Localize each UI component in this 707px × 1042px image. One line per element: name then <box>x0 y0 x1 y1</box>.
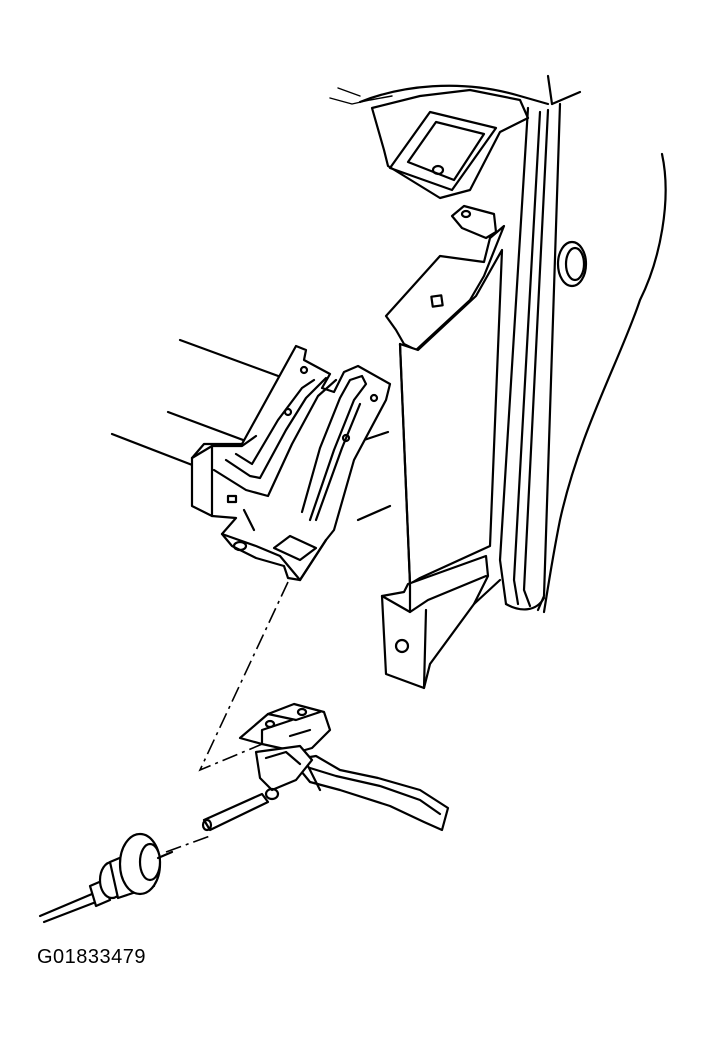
figure-id-label: G01833479 <box>37 946 147 968</box>
cable-end-grommet <box>38 832 174 924</box>
parking-brake-release-handle <box>201 702 450 832</box>
body-pillar <box>329 74 667 690</box>
mounting-bracket <box>190 344 392 582</box>
alignment-lines <box>165 581 289 853</box>
